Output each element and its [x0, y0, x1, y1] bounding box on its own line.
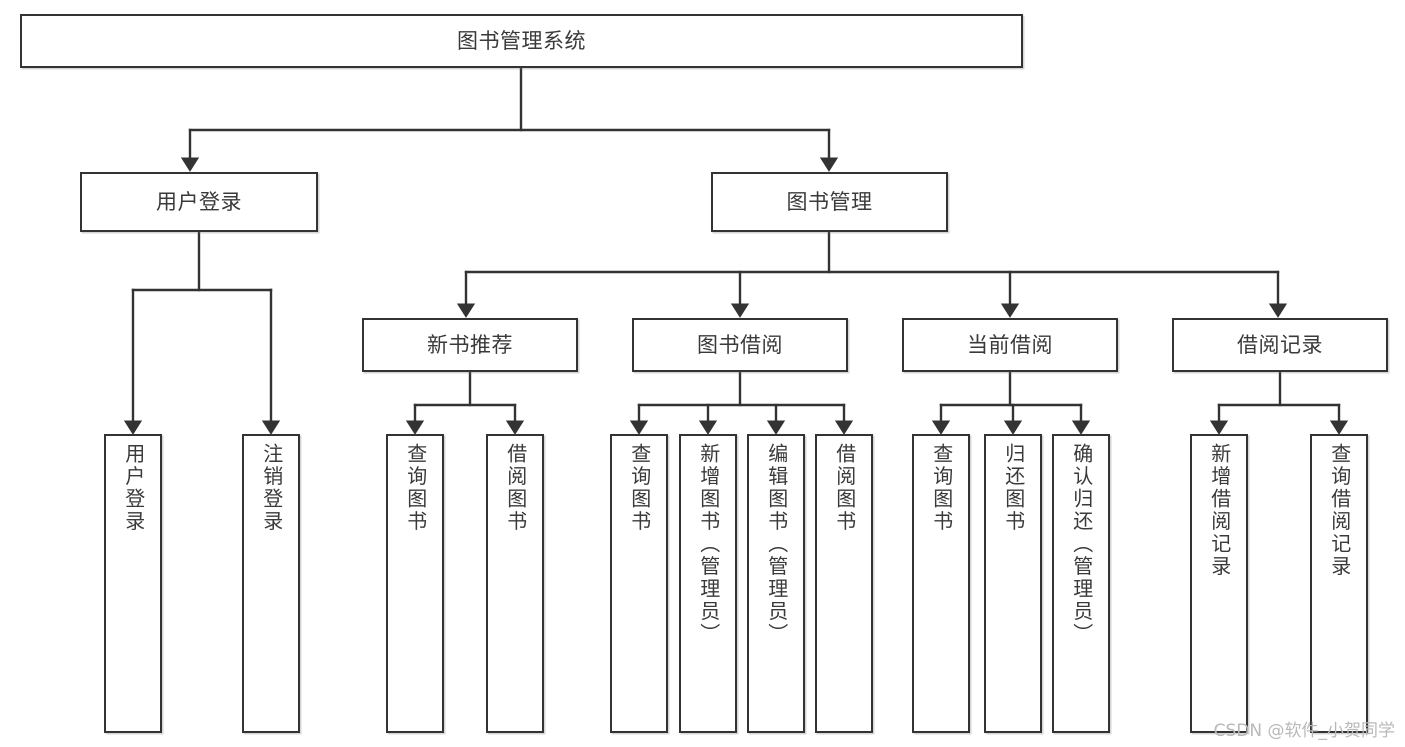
leaf-label-query-book-recommend: 查询图书 [403, 443, 428, 533]
leaf-query-borrow-record[interactable]: 查询借阅记录 [1310, 434, 1368, 733]
leaf-edit-book-admin[interactable]: 编辑图书（管理员） [747, 434, 805, 733]
leaf-label-query-book-borrow: 查询图书 [627, 443, 652, 533]
node-label-book-borrow: 图书借阅 [697, 332, 783, 357]
leaf-label-edit-book-admin: 编辑图书（管理员） [764, 443, 789, 646]
leaf-return-book[interactable]: 归还图书 [984, 434, 1042, 733]
node-current-borrow[interactable]: 当前借阅 [902, 318, 1118, 372]
node-borrow-record[interactable]: 借阅记录 [1172, 318, 1388, 372]
node-new-book-recommend[interactable]: 新书推荐 [362, 318, 578, 372]
node-label-root: 图书管理系统 [457, 28, 586, 53]
leaf-label-logout: 注销登录 [259, 443, 284, 533]
leaf-label-query-borrow-record: 查询借阅记录 [1327, 443, 1352, 578]
node-book-borrow[interactable]: 图书借阅 [632, 318, 848, 372]
leaf-query-book-borrow[interactable]: 查询图书 [610, 434, 668, 733]
leaf-user-login[interactable]: 用户登录 [104, 434, 162, 733]
leaf-add-borrow-record[interactable]: 新增借阅记录 [1190, 434, 1248, 733]
leaf-label-return-book: 归还图书 [1001, 443, 1026, 533]
leaf-query-book-current[interactable]: 查询图书 [912, 434, 970, 733]
leaf-logout[interactable]: 注销登录 [242, 434, 300, 733]
node-label-current-borrow: 当前借阅 [967, 332, 1053, 357]
node-label-borrow-record: 借阅记录 [1237, 332, 1323, 357]
leaf-add-book-admin[interactable]: 新增图书（管理员） [679, 434, 737, 733]
node-label-new-book-recommend: 新书推荐 [427, 332, 513, 357]
node-root-system[interactable]: 图书管理系统 [20, 14, 1023, 68]
leaf-label-borrow-book: 借阅图书 [832, 443, 857, 533]
leaf-query-book-recommend[interactable]: 查询图书 [386, 434, 444, 733]
leaf-label-user-login: 用户登录 [121, 443, 146, 533]
node-label-user-login: 用户登录 [156, 189, 242, 214]
node-label-book-management: 图书管理 [786, 189, 873, 214]
leaf-label-add-book-admin: 新增图书（管理员） [696, 443, 721, 646]
leaf-borrow-book-recommend[interactable]: 借阅图书 [486, 434, 544, 733]
node-book-management[interactable]: 图书管理 [711, 172, 948, 232]
leaf-label-query-book-current: 查询图书 [929, 443, 954, 533]
leaf-label-borrow-book-recommend: 借阅图书 [503, 443, 528, 533]
node-user-login[interactable]: 用户登录 [80, 172, 318, 232]
leaf-label-add-borrow-record: 新增借阅记录 [1207, 443, 1232, 578]
leaf-borrow-book[interactable]: 借阅图书 [815, 434, 873, 733]
leaf-confirm-return-admin[interactable]: 确认归还（管理员） [1052, 434, 1110, 733]
leaf-label-confirm-return-admin: 确认归还（管理员） [1069, 443, 1094, 646]
